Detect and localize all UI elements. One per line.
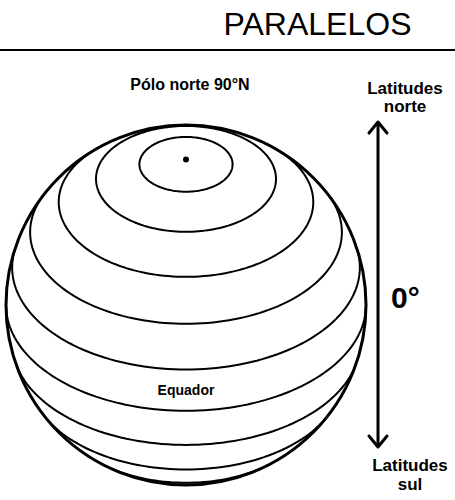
title-slot: PARALELOS [180,6,455,42]
arrow-head-south [369,436,387,447]
arrow-head-north [369,122,387,133]
latitude-arrow [369,122,387,447]
south-latitudes-label: Latitudes sul [362,456,455,494]
title-rule [0,49,455,51]
north-latitudes-label: Latitudes norte [357,80,453,116]
south-latitudes-label-slot: Latitudes sul [362,456,455,494]
pole-label-slot: Pólo norte 90°N [100,75,280,94]
parallel-line [16,364,356,445]
equator-label-slot: Equador [131,380,241,400]
globe-outline [6,125,366,485]
pole-dot [183,156,189,162]
parallel-line [59,148,314,277]
parallel-line [46,418,326,469]
north-latitudes-label-slot: Latitudes norte [357,80,453,116]
equator-label: Equador [154,380,219,400]
globe [6,125,366,485]
arrow-shaft [377,123,380,446]
parallel-line [30,195,342,324]
parallel-line [6,305,366,411]
parallel-line [12,250,360,370]
zero-degree-label-slot: 0° [391,281,447,315]
parallel-line [96,126,276,232]
parallel-line [139,137,232,192]
zero-degree-label: 0° [391,281,447,315]
parallel-line [101,464,271,483]
title: PARALELOS [180,6,455,42]
pole-label: Pólo norte 90°N [100,75,280,94]
